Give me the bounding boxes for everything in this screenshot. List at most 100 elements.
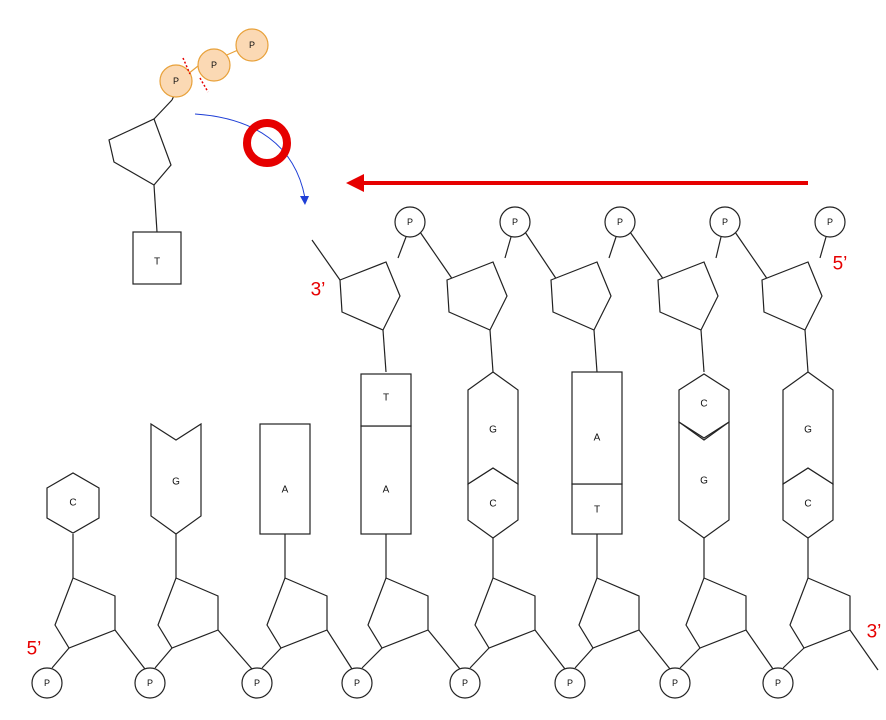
new-base-link <box>489 329 494 373</box>
template-backbone-bond <box>114 629 146 670</box>
incoming-beta-phosphate <box>197 48 231 82</box>
new-base-G <box>782 371 834 486</box>
incoming-phosphate-label: P <box>173 76 179 86</box>
template-phosphate <box>241 667 273 699</box>
template-backbone-bond <box>427 629 461 670</box>
new-backbone-bond <box>419 231 454 281</box>
template-base-T <box>571 483 623 535</box>
new-phosphate-label: P <box>617 217 623 227</box>
template-phosphate-label: P <box>44 678 50 688</box>
template-backbone-bond <box>534 629 566 670</box>
template-sugar <box>266 577 328 649</box>
template-phosphate-label: P <box>567 678 573 688</box>
template-phosphate-label: P <box>254 678 260 688</box>
template-phosphate-label: P <box>147 678 153 688</box>
template-phosphate-label: P <box>354 678 360 688</box>
template-base-label: C <box>69 498 76 509</box>
template-3-prime-tail <box>849 629 879 671</box>
new-base-C <box>678 373 730 439</box>
template-base-label: G <box>172 477 180 488</box>
template-sugar <box>578 577 640 649</box>
incoming-phosphate-label: P <box>211 60 217 70</box>
template-backbone-bond <box>326 629 353 670</box>
template-phosphate <box>449 667 481 699</box>
template-phosphate <box>341 667 373 699</box>
new-phosphate-label: P <box>722 217 728 227</box>
template-backbone-bond <box>574 647 594 669</box>
new-backbone-bond <box>629 231 665 281</box>
incoming-sugar <box>108 118 172 186</box>
incoming-base-T <box>132 231 182 285</box>
template-base-label: C <box>489 499 496 510</box>
incoming-nucleotide: P P P T <box>108 28 269 285</box>
template-base-G <box>150 422 202 535</box>
new-strand-5-prime-label: 5’ <box>833 254 848 275</box>
incoming-c5-link <box>153 99 173 120</box>
template-base-A <box>360 425 412 535</box>
template-backbone-bond <box>154 647 173 669</box>
template-phosphate-label: P <box>775 678 781 688</box>
template-sugar <box>474 577 536 649</box>
new-backbone-bond <box>608 236 617 259</box>
new-strand-3-prime-tail <box>311 239 341 281</box>
new-backbone-bond <box>524 231 558 281</box>
template-backbone-bond <box>679 647 701 669</box>
template-base-label: G <box>700 476 708 487</box>
template-strand-5-prime-label: 5’ <box>27 639 42 660</box>
new-strand-3-prime-label: 3’ <box>311 280 326 301</box>
new-base-link <box>804 329 809 373</box>
new-base-link <box>700 329 705 373</box>
template-base-A <box>259 423 311 535</box>
new-base-label: C <box>700 399 707 410</box>
template-phosphate <box>31 667 63 699</box>
new-phosphate-label: P <box>512 217 518 227</box>
incoming-alpha-phosphate <box>159 64 193 98</box>
template-phosphate <box>659 667 691 699</box>
curved-arrow-icon <box>194 113 306 199</box>
template-base-label: A <box>383 485 390 496</box>
template-phosphate-label: P <box>672 678 678 688</box>
left-arrow-head-icon <box>346 174 364 192</box>
new-phosphate <box>709 206 741 238</box>
new-backbone-bond <box>397 236 407 259</box>
new-phosphate <box>499 206 531 238</box>
new-backbone-bond <box>504 236 512 259</box>
incoming-phosphate-label: P <box>249 40 255 50</box>
new-base-T <box>360 373 412 427</box>
template-backbone-bond <box>51 647 70 669</box>
template-base-G <box>678 420 730 539</box>
template-base-label: A <box>282 485 289 496</box>
new-base-link <box>382 329 387 373</box>
template-phosphate <box>762 667 794 699</box>
template-base-C <box>46 472 100 534</box>
new-base-link <box>593 329 598 373</box>
dotted-cut-mark-icon <box>182 57 191 75</box>
new-sugar <box>550 261 612 331</box>
template-backbone-bond <box>261 647 282 669</box>
incoming-gamma-phosphate <box>235 28 269 62</box>
template-sugar <box>685 577 747 649</box>
template-phosphate <box>134 667 166 699</box>
new-base-G <box>467 371 519 486</box>
template-base-label: T <box>594 505 600 516</box>
incoming-base-link <box>153 184 158 233</box>
new-base-label: T <box>383 393 389 404</box>
new-sugar <box>446 261 508 331</box>
incoming-base-label: T <box>154 257 160 268</box>
new-backbone-bond <box>734 231 769 281</box>
template-backbone-bond <box>745 629 774 670</box>
red-ring-icon <box>243 119 291 167</box>
new-sugar <box>761 261 823 331</box>
template-backbone-bond <box>469 647 490 669</box>
new-sugar <box>339 261 401 331</box>
template-backbone-bond <box>782 647 805 669</box>
dotted-cut-mark-icon <box>199 77 209 93</box>
template-backbone-bond <box>361 647 383 669</box>
template-sugar <box>157 577 219 649</box>
new-phosphate <box>604 206 636 238</box>
template-backbone-bond <box>638 629 671 670</box>
